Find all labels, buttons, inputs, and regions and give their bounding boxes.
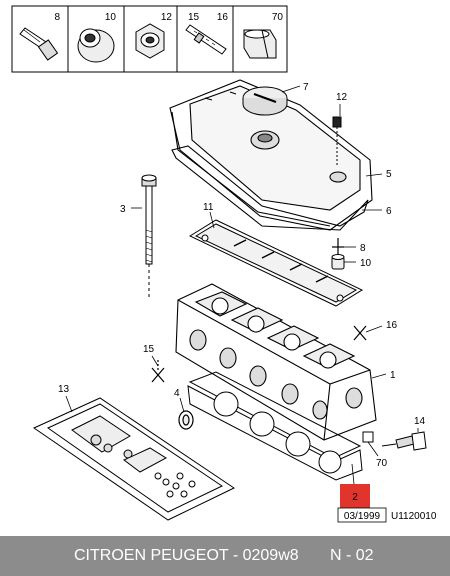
callout-10: 10 [360,258,372,269]
temperature-sensor [381,431,427,451]
cover-gasket [171,145,369,231]
valve-cover [169,79,373,231]
leader-lines [65,85,419,485]
gasket-set-panel [32,397,236,521]
part-number-12: 12 [161,12,173,23]
callout-7: 7 [303,82,309,93]
callout-15: 15 [143,344,155,355]
callout-12: 12 [336,92,348,103]
clip-70 [362,431,374,443]
sleeve-16 [353,325,367,341]
highlight-box [340,484,370,508]
baffle-plate [188,219,364,307]
stud-8 [332,238,344,256]
callout-1: 1 [390,370,396,381]
footer-brand: CITROEN PEUGEOT - 0209w8 [74,547,299,564]
callout-11: 11 [203,202,214,213]
part-number-15: 15 [188,12,200,23]
callout-70: 70 [376,458,388,469]
callout-5: 5 [386,169,392,180]
cover-nut [332,116,342,165]
footer-page: N - 02 [330,547,374,564]
head-bolt [141,174,157,300]
callout-13: 13 [58,384,70,395]
callout-6: 6 [386,206,392,217]
stud-15 [151,360,165,383]
callout-2: 2 [352,492,358,503]
bush-10 [331,254,345,270]
split-sleeve-icon [243,29,277,59]
part-number-70: 70 [272,12,284,23]
callout-14: 14 [414,416,426,427]
head-gasket [187,371,363,481]
callout-8: 8 [360,243,366,254]
seal-ring [178,410,194,430]
stud-bolt-icon [19,27,59,61]
oil-filler-cap [242,86,288,116]
part-number-8: 8 [54,12,60,23]
cylinder-head-exploded-diagram: 8 10 12 15 16 70 [11,5,437,523]
drawing-reference: U1120010 [391,511,437,522]
callout-4: 4 [174,388,180,399]
part-number-16: 16 [217,12,229,23]
footer-bar: CITROEN PEUGEOT - 0209w8 N - 02 [0,536,450,576]
date-code: 03/1999 [344,511,381,522]
cylinder-head [175,283,377,441]
callout-3: 3 [120,204,126,215]
bushing-icon [77,28,115,63]
part-number-10: 10 [105,12,117,23]
nut-icon [135,23,165,59]
date-code-box [337,507,387,523]
threaded-stud-icon [185,24,227,55]
callout-16: 16 [386,320,398,331]
parts-table [11,5,288,73]
